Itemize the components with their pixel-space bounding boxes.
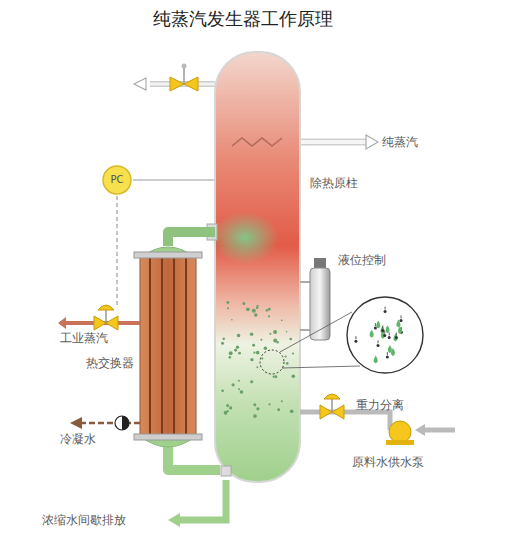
diagram-title: 纯蒸汽发生器工作原理	[153, 8, 333, 30]
label-holder: 冷凝水	[60, 432, 96, 446]
label-holder: 原料水供水泵	[352, 455, 424, 469]
part-label: 冷凝水	[60, 432, 96, 446]
part-label: 除热原柱	[310, 176, 358, 190]
part-label: 原料水供水泵	[352, 455, 424, 469]
label-holder: 浓缩水间歇排放	[42, 513, 126, 527]
label-holder: 纯蒸汽	[382, 135, 418, 149]
label-holder: 液位控制	[338, 253, 386, 267]
part-label: 纯蒸汽	[382, 135, 418, 149]
part-label: 液位控制	[338, 253, 386, 267]
title-holder: 纯蒸汽发生器工作原理	[153, 8, 333, 30]
part-label: 重力分离	[356, 398, 404, 412]
part-label: 热交换器	[86, 356, 134, 370]
label-holder: 除热原柱	[310, 176, 358, 190]
node-text: PC	[110, 174, 123, 186]
label-holder: 工业蒸汽	[60, 331, 108, 345]
part-label: 工业蒸汽	[60, 331, 108, 345]
part-label: 浓缩水间歇排放	[42, 513, 126, 527]
label-holder: 热交换器	[86, 356, 134, 370]
controller-circle: PC	[102, 165, 132, 195]
label-holder: 重力分离	[356, 398, 404, 412]
